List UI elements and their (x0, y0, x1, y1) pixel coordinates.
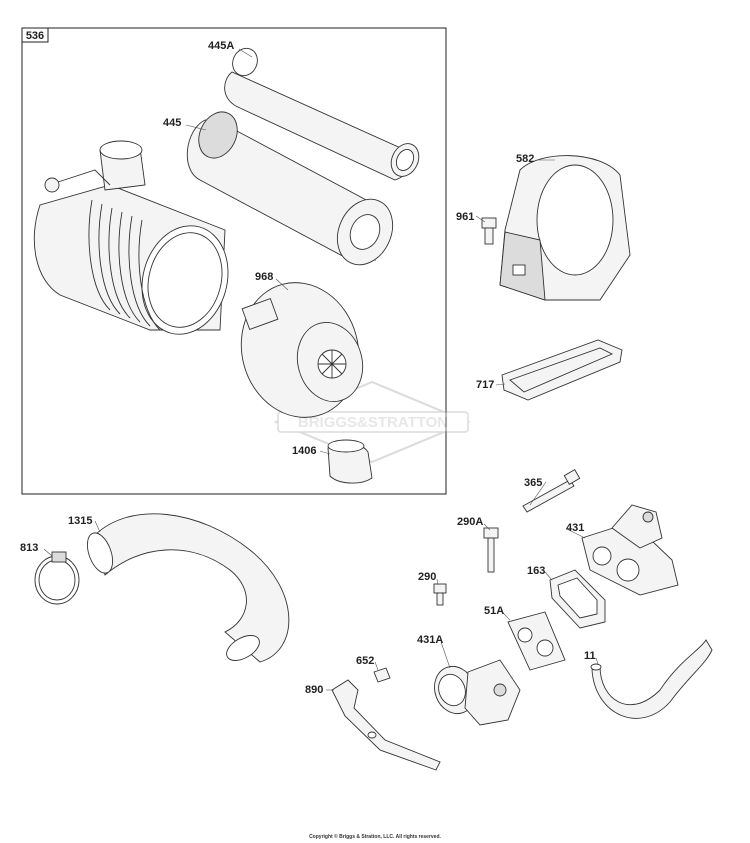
bolt-961 (481, 217, 497, 245)
label-813: 813 (20, 542, 38, 554)
nut-652 (373, 667, 391, 683)
leader-lines (43, 48, 599, 691)
label-1315: 1315 (68, 515, 92, 527)
cover-968 (240, 282, 364, 418)
label-365: 365 (524, 477, 542, 489)
group-box-tag (21, 27, 49, 43)
label-290A: 290A (457, 516, 483, 528)
bolt-290A (483, 527, 499, 573)
bracket-582 (499, 155, 631, 301)
label-652: 652 (356, 655, 374, 667)
throttle-body-431A (434, 659, 521, 726)
part-labels: 445A 445 968 1406 582 961 717 365 290A 4… (20, 40, 596, 696)
gasket-51A (507, 611, 566, 671)
plate-717 (501, 339, 623, 401)
manifold-431 (581, 504, 679, 596)
label-51A: 51A (484, 605, 504, 617)
bracket-890 (331, 679, 441, 771)
inner-filter-445A (224, 47, 420, 181)
outer-filter-445 (186, 111, 394, 266)
label-445A: 445A (208, 40, 234, 52)
clamp-813 (34, 551, 80, 605)
group-box-536 (21, 27, 447, 495)
hose-1315 (86, 513, 290, 663)
label-890: 890 (305, 684, 323, 696)
label-445: 445 (163, 117, 181, 129)
label-431A: 431A (417, 634, 443, 646)
valve-1406 (327, 439, 373, 484)
label-163: 163 (527, 565, 545, 577)
bolt-290 (433, 583, 447, 606)
group-box-label: 536 (26, 30, 44, 42)
label-431: 431 (566, 522, 584, 534)
watermark-text: BRIGGS&STRATTON (298, 414, 448, 431)
hose-11 (590, 639, 713, 719)
label-582: 582 (516, 153, 534, 165)
label-290: 290 (418, 571, 436, 583)
gasket-163 (549, 569, 606, 629)
bolt-365 (522, 469, 581, 513)
label-717: 717 (476, 379, 494, 391)
air-cleaner-housing (33, 140, 229, 335)
label-968: 968 (255, 271, 273, 283)
label-1406: 1406 (292, 445, 316, 457)
copyright-notice: Copyright © Briggs & Stratton, LLC. All … (309, 834, 441, 840)
label-11: 11 (584, 650, 596, 662)
label-961: 961 (456, 211, 474, 223)
